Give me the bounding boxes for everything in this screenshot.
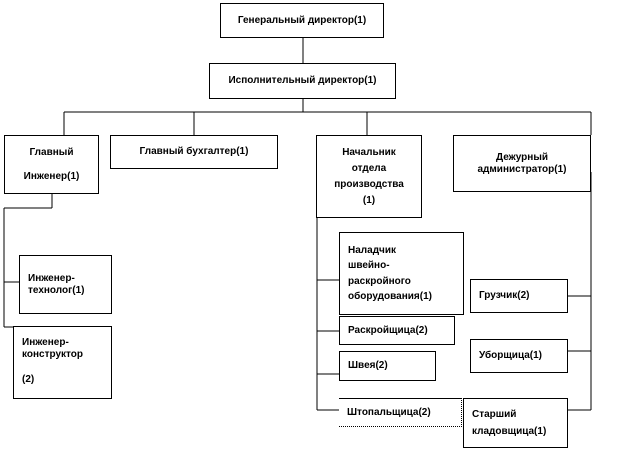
production-head-line3: производства	[334, 178, 404, 190]
engineer-technologist-line1: Инженер-	[28, 273, 75, 284]
duty-admin-line1: Дежурный	[495, 152, 549, 163]
engineer-designer-line3: (2)	[22, 374, 35, 385]
duty-admin-line2: администратор(1)	[477, 163, 567, 175]
node-chief-accountant: Главный бухгалтер(1)	[110, 135, 278, 169]
senior-storekeeper-line2: кладовщица(1)	[472, 425, 547, 437]
sewing-adjuster-line2: швейно-	[348, 260, 390, 271]
quilter-label: Штопальщица(2)	[347, 406, 431, 418]
sewing-adjuster-line4: оборудования(1)	[348, 291, 432, 302]
spacer	[22, 360, 111, 374]
node-engineer-technologist: Инженер- технолог(1)	[19, 255, 112, 314]
engineer-technologist-line2: технолог(1)	[28, 284, 85, 296]
chief-engineer-line1: Главный	[29, 147, 74, 158]
seamstress-label: Швея(2)	[348, 360, 388, 372]
engineer-designer-line1: Инженер-	[22, 337, 69, 348]
cleaner-label: Уборщица(1)	[479, 350, 543, 362]
node-sewing-adjuster: Наладчик швейно- раскройного оборудовани…	[339, 232, 464, 315]
node-cleaner: Уборщица(1)	[470, 339, 568, 373]
node-chief-engineer: Главный Инженер(1)	[4, 135, 99, 194]
production-head-line1: Начальник	[342, 146, 396, 158]
node-cutter: Раскройщица(2)	[339, 316, 455, 345]
node-engineer-designer: Инженер- конструктор (2)	[13, 326, 112, 399]
node-senior-storekeeper: Старший кладовщица(1)	[463, 398, 568, 448]
node-loader: Грузчик(2)	[470, 279, 568, 313]
sewing-adjuster-line1: Наладчик	[348, 244, 397, 256]
node-production-head: Начальник отдела производства (1)	[316, 135, 422, 218]
executive-director-label: Исполнительный директор(1)	[228, 75, 377, 87]
senior-storekeeper-line1: Старший	[472, 409, 517, 420]
node-executive-director: Исполнительный директор(1)	[209, 63, 396, 99]
cutter-label: Раскройщица(2)	[348, 324, 428, 336]
node-duty-admin: Дежурный администратор(1)	[453, 135, 591, 192]
node-quilter: Штопальщица(2)	[339, 398, 462, 427]
node-seamstress: Швея(2)	[339, 351, 436, 381]
general-director-label: Генеральный директор(1)	[237, 14, 367, 26]
sewing-adjuster-line3: раскройного	[348, 275, 411, 287]
production-head-line2: отдела	[351, 162, 387, 174]
chief-engineer-line2: Инженер(1)	[23, 170, 80, 182]
loader-label: Грузчик(2)	[479, 290, 530, 302]
engineer-designer-line2: конструктор	[22, 348, 84, 360]
production-head-line4: (1)	[362, 194, 376, 206]
node-general-director: Генеральный директор(1)	[220, 3, 384, 38]
chief-accountant-label: Главный бухгалтер(1)	[139, 146, 249, 158]
